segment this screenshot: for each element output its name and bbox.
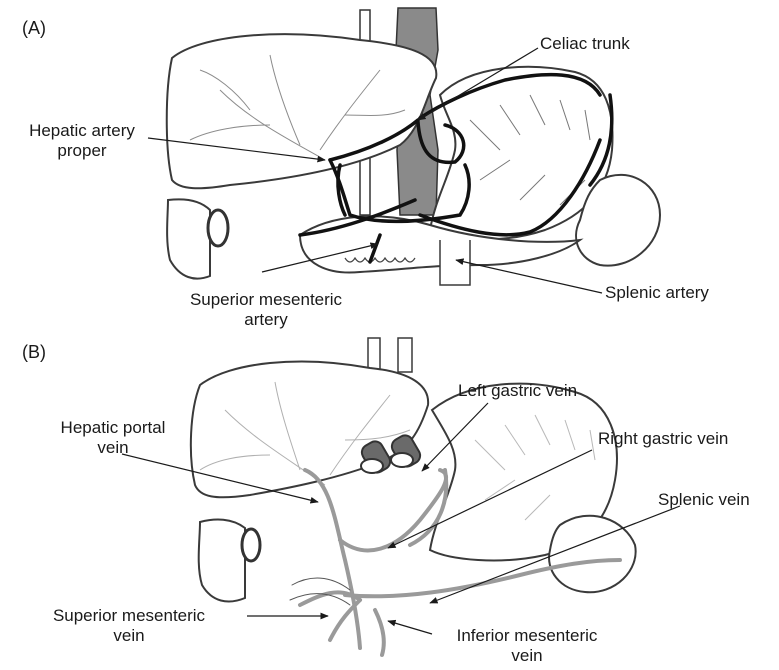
label-superior-mesenteric-vein: Superior mesenteric vein (14, 606, 244, 646)
liver-b (191, 362, 428, 498)
label-hepatic-artery-proper: Hepatic artery proper (14, 121, 150, 161)
colon-b (199, 520, 245, 602)
great-vessels-b (368, 338, 412, 372)
panel-b-tag: (B) (22, 342, 46, 362)
colon-a (167, 199, 210, 278)
label-splenic-artery: Splenic artery (605, 283, 709, 303)
label-splenic-vein: Splenic vein (658, 490, 750, 510)
label-inferior-mesenteric-vein: Inferior mesenteric vein (432, 626, 622, 666)
label-hepatic-portal-vein: Hepatic portal vein (44, 418, 182, 458)
label-right-gastric-vein: Right gastric vein (598, 429, 728, 449)
liver-a (167, 34, 437, 188)
label-hepatic-artery-line2: proper (14, 141, 150, 161)
colon-a-opening (208, 210, 228, 246)
arrow-splenic-artery (456, 260, 602, 293)
label-smv-line1: Superior mesenteric (14, 606, 244, 626)
label-celiac-trunk: Celiac trunk (540, 34, 630, 54)
label-sma-line1: Superior mesenteric (166, 290, 366, 310)
label-hepatic-portal-line1: Hepatic portal (44, 418, 182, 438)
label-superior-mesenteric-artery: Superior mesenteric artery (166, 290, 366, 330)
arrow-imv (388, 621, 432, 634)
spleen-b (549, 516, 636, 593)
panel-a-tag: (A) (22, 18, 46, 38)
label-smv-line2: vein (14, 626, 244, 646)
label-imv-line2: vein (432, 646, 622, 666)
label-sma-line2: artery (166, 310, 366, 330)
colon-b-opening (242, 529, 260, 561)
label-hepatic-portal-line2: vein (44, 438, 182, 458)
label-imv-line1: Inferior mesenteric (432, 626, 622, 646)
label-left-gastric-vein: Left gastric vein (458, 381, 577, 401)
label-hepatic-artery-line1: Hepatic artery (14, 121, 150, 141)
